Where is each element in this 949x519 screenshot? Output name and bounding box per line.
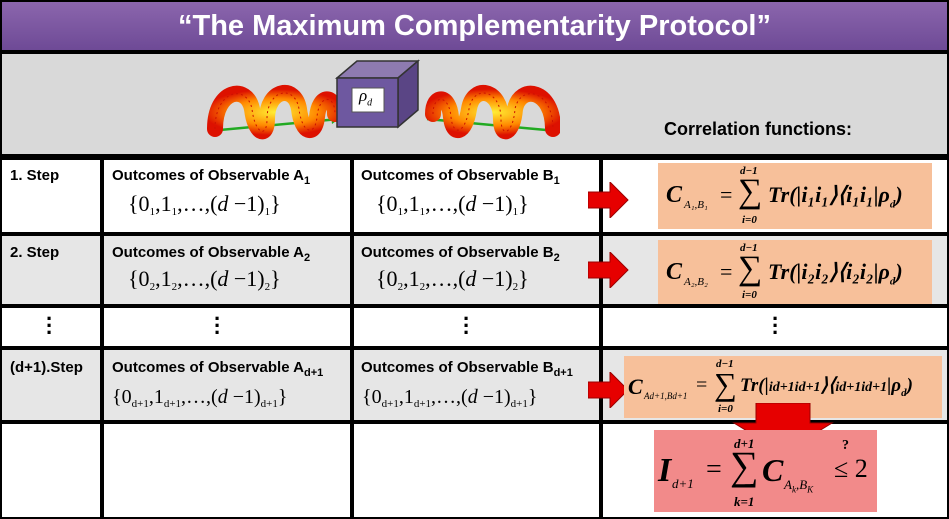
source-box-icon (334, 59, 421, 129)
observable-a-header: Outcomes of Observable Ad+1 (112, 359, 324, 379)
row3-step-cell (2, 350, 100, 420)
row1-a-cell (104, 160, 350, 232)
ellipsis-dots: ··· (463, 306, 471, 345)
final-inequality-box: I d+1 = d+1 ∑ k=1 C Ak,BK ? ≤ 2 (654, 430, 877, 512)
row2-step-cell (2, 236, 100, 304)
rowfinal-step-cell (2, 424, 100, 517)
outcome-set-b: {01,11,…,(d −1)1} (376, 191, 529, 218)
observable-a-header: Outcomes of Observable A2 (112, 244, 311, 264)
outcome-set-b: {0d+1,1d+1,…,(d −1)d+1} (362, 386, 538, 410)
correlation-formula-1: C A₁,B₁ = d−1 ∑ i=0 Tr(|i₁i₁⟩⟨i₁i₁|ρd) (658, 163, 932, 229)
correlation-header: Correlation functions: (664, 119, 852, 139)
step-label: 1. Step (10, 167, 60, 184)
outcome-set-b: {02,12,…,(d −1)2} (376, 266, 529, 293)
source-density-label: ρd (359, 86, 373, 109)
observable-b-header: Outcomes of Observable B1 (361, 167, 560, 187)
rowdots-corr-cell (603, 308, 947, 346)
correlation-formula-2: C A₂,B₂ = d−1 ∑ i=0 Tr(|i₂i₂⟩⟨i₂i₂|ρd) (658, 240, 932, 304)
right-photon-helix-icon (425, 85, 560, 140)
observable-a-header: Outcomes of Observable A1 (112, 167, 311, 187)
step-label: (d+1).Step (10, 359, 83, 376)
observable-b-header: Outcomes of Observable B2 (361, 244, 560, 264)
ellipsis-dots: ··· (46, 306, 54, 345)
diagram-title: “The Maximum Complementarity Protocol” (178, 9, 771, 42)
outcome-set-a: {0d+1,1d+1,…,(d −1)d+1} (112, 386, 288, 410)
ellipsis-dots: ··· (214, 306, 222, 345)
row1-b-cell (354, 160, 599, 232)
observable-b-header: Outcomes of Observable Bd+1 (361, 359, 573, 379)
row2-a-cell (104, 236, 350, 304)
rowfinal-b-cell (354, 424, 599, 517)
row3-a-cell (104, 350, 350, 420)
rowdots-b-cell (354, 308, 599, 346)
row2-b-cell (354, 236, 599, 304)
left-photon-helix-icon (207, 85, 342, 140)
row1-step-cell (2, 160, 100, 232)
step-label: 2. Step (10, 244, 60, 261)
row3-b-cell (354, 350, 599, 420)
source-banner: ρd Correlation functions: (2, 54, 947, 154)
outcome-set-a: {02,12,…,(d −1)2} (128, 266, 281, 293)
title-bar: “The Maximum Complementarity Protocol” (2, 2, 947, 50)
rowdots-a-cell (104, 308, 350, 346)
red-arrow-icon (588, 252, 629, 288)
rowdots-step-cell (2, 308, 100, 346)
red-arrow-icon (588, 182, 629, 218)
ellipsis-dots: ··· (772, 306, 780, 345)
red-arrow-icon (588, 372, 629, 408)
outcome-set-a: {01,11,…,(d −1)1} (128, 191, 281, 218)
rowfinal-a-cell (104, 424, 350, 517)
